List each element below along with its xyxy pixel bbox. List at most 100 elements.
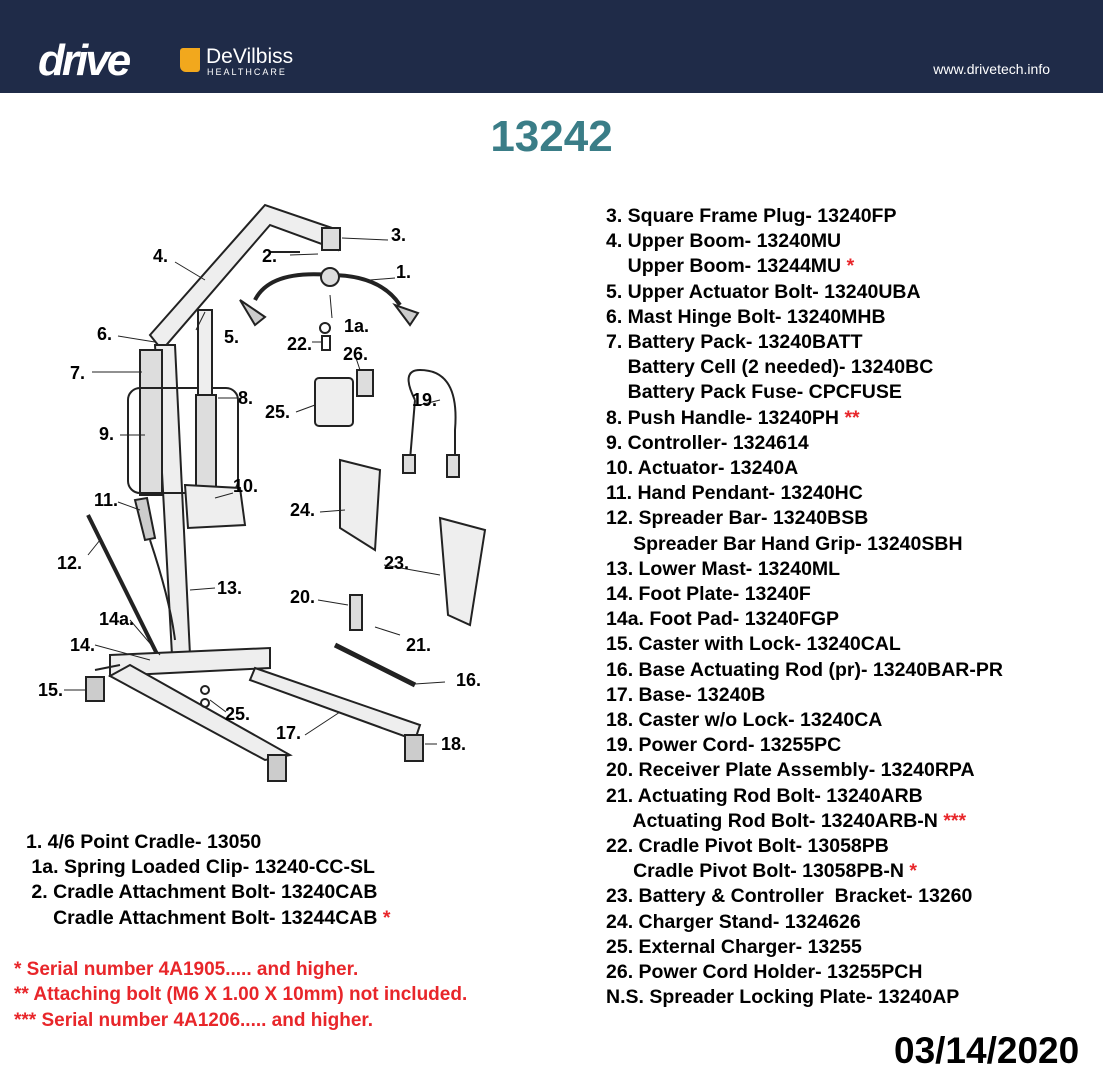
part-item: 6. Mast Hinge Bolt- 13240MHB — [606, 305, 1003, 330]
part-text: Battery Pack Fuse- CPCFUSE — [606, 381, 902, 404]
callout-9: 9. — [99, 424, 115, 444]
devilbiss-name: DeVilbiss — [206, 45, 294, 68]
part-item: Cradle Pivot Bolt- 13058PB-N * — [606, 859, 1003, 884]
note-line: *** Serial number 4A1206..... and higher… — [14, 1009, 374, 1031]
part-text: Battery Cell (2 needed)- 13240BC — [606, 356, 934, 379]
part-item: 24. Charger Stand- 1324626 — [606, 910, 1003, 935]
part-text: 12. Spreader Bar- 13240BSB — [606, 507, 869, 530]
part-text: 24. Charger Stand- 1324626 — [606, 910, 861, 933]
part-text: 7. Battery Pack- 13240BATT — [606, 331, 863, 354]
part-item: 5. Upper Actuator Bolt- 13240UBA — [606, 280, 1003, 305]
part-text: 8. Push Handle- 13240PH — [606, 406, 845, 429]
part-text: 20. Receiver Plate Assembly- 13240RPA — [606, 759, 975, 782]
part-text: 4. Upper Boom- 13240MU — [606, 230, 842, 253]
part-item: 13. Lower Mast- 13240ML — [606, 557, 1003, 582]
part-item: 10. Actuator- 13240A — [606, 456, 1003, 481]
part-text: 3. Square Frame Plug- 13240FP — [606, 205, 897, 227]
callout-15: 15. — [38, 680, 64, 700]
part-text: Upper Boom- 13244MU — [606, 255, 847, 278]
callout-23: 23. — [384, 553, 410, 573]
part-item: 20. Receiver Plate Assembly- 13240RPA — [606, 758, 1003, 783]
part-item: 14. Foot Plate- 13240F — [606, 582, 1003, 607]
part-text: 25. External Charger- 13255 — [606, 935, 862, 958]
part-text: 1. 4/6 Point Cradle- 13050 — [26, 831, 262, 853]
parts-diagram — [64, 203, 487, 782]
callout-12: 12. — [57, 553, 83, 573]
part-item: 16. Base Actuating Rod (pr)- 13240BAR-PR — [606, 658, 1003, 683]
drive-logo: drive — [38, 36, 131, 85]
part-item: Actuating Rod Bolt- 13240ARB-N *** — [606, 809, 1003, 834]
part-item: 7. Battery Pack- 13240BATT — [606, 330, 1003, 355]
part-text: 16. Base Actuating Rod (pr)- 13240BAR-PR — [606, 658, 1003, 681]
serial-notes: * Serial number 4A1905..... and higher. *… — [14, 957, 467, 1033]
part-text: 15. Caster with Lock- 13240CAL — [606, 633, 901, 656]
callout-8: 8. — [238, 388, 254, 408]
website-link[interactable]: www.drivetech.info — [933, 61, 1050, 77]
callout-1: 1. — [396, 262, 412, 282]
callout-13: 13. — [217, 578, 243, 598]
callout-5: 5. — [224, 327, 240, 347]
callout-16: 16. — [456, 670, 482, 690]
serial-note-marker: * — [846, 255, 855, 278]
part-item: Battery Pack Fuse- CPCFUSE — [606, 380, 1003, 405]
revision-date: 03/14/2020 — [894, 1030, 1080, 1071]
callout-7: 7. — [70, 363, 86, 383]
part-item: 9. Controller- 1324614 — [606, 431, 1003, 456]
devilbiss-mark-icon — [180, 48, 200, 72]
callout-14a: 14a. — [99, 609, 135, 629]
callout-24: 24. — [290, 500, 316, 520]
part-item: Upper Boom- 13244MU * — [606, 254, 1003, 279]
header-banner: drive DeVilbiss HEALTHCARE www.drivetech… — [0, 0, 1103, 93]
part-text: 6. Mast Hinge Bolt- 13240MHB — [606, 305, 886, 328]
part-item: 22. Cradle Pivot Bolt- 13058PB — [606, 834, 1003, 859]
callout-26: 26. — [343, 344, 369, 364]
part-text: 9. Controller- 1324614 — [606, 431, 809, 454]
serial-note-marker: ** — [844, 406, 860, 429]
callout-17: 17. — [276, 723, 302, 743]
part-text: 14. Foot Plate- 13240F — [606, 583, 811, 606]
part-item: 3. Square Frame Plug- 13240FP — [606, 204, 1003, 229]
callout-2: 2. — [262, 246, 278, 266]
part-text: 10. Actuator- 13240A — [606, 457, 799, 480]
callout-18: 18. — [441, 734, 467, 754]
part-item: 8. Push Handle- 13240PH ** — [606, 406, 1003, 431]
part-text: 1a. Spring Loaded Clip- 13240-CC-SL — [26, 856, 375, 879]
serial-note-marker: * — [909, 860, 918, 883]
callout-19: 19. — [412, 390, 438, 410]
part-item: Spreader Bar Hand Grip- 13240SBH — [606, 532, 1003, 557]
part-text: 14a. Foot Pad- 13240FGP — [606, 608, 840, 631]
part-text: 18. Caster w/o Lock- 13240CA — [606, 709, 883, 732]
part-item: 19. Power Cord- 13255PC — [606, 733, 1003, 758]
part-item: 26. Power Cord Holder- 13255PCH — [606, 960, 1003, 985]
callout-20: 20. — [290, 587, 316, 607]
part-item: 15. Caster with Lock- 13240CAL — [606, 632, 1003, 657]
note-line: ** Attaching bolt (M6 X 1.00 X 10mm) not… — [14, 984, 468, 1006]
part-text: 17. Base- 13240B — [606, 683, 766, 706]
callout-25b: 25. — [225, 704, 251, 724]
part-item: 17. Base- 13240B — [606, 683, 1003, 708]
part-item: 25. External Charger- 13255 — [606, 935, 1003, 960]
part-item: 18. Caster w/o Lock- 13240CA — [606, 708, 1003, 733]
part-text: N.S. Spreader Locking Plate- 13240AP — [606, 986, 960, 1009]
part-text: 19. Power Cord- 13255PC — [606, 734, 842, 757]
part-item: 1a. Spring Loaded Clip- 13240-CC-SL — [26, 855, 390, 880]
part-item: 14a. Foot Pad- 13240FGP — [606, 607, 1003, 632]
parts-list-left: 1. 4/6 Point Cradle- 13050 1a. Spring Lo… — [26, 830, 390, 931]
part-item: 1. 4/6 Point Cradle- 13050 — [26, 830, 390, 855]
callout-10: 10. — [233, 476, 259, 496]
part-text: 21. Actuating Rod Bolt- 13240ARB — [606, 784, 923, 807]
parts-list-right: 3. Square Frame Plug- 13240FP 4. Upper Bo… — [606, 204, 1003, 1011]
part-text: Cradle Pivot Bolt- 13058PB-N — [606, 860, 910, 883]
callout-3: 3. — [391, 225, 407, 245]
callout-4: 4. — [153, 246, 169, 266]
callout-6: 6. — [97, 324, 113, 344]
callout-1a: 1a. — [344, 316, 370, 336]
part-text: Cradle Attachment Bolt- 13244CAB — [26, 906, 383, 929]
part-item: 2. Cradle Attachment Bolt- 13240CAB — [26, 880, 390, 905]
note-line: * Serial number 4A1905..... and higher. — [14, 959, 359, 980]
part-text: 22. Cradle Pivot Bolt- 13058PB — [606, 835, 889, 858]
callout-25: 25. — [265, 402, 291, 422]
callout-11: 11. — [94, 490, 119, 510]
part-item: 21. Actuating Rod Bolt- 13240ARB — [606, 784, 1003, 809]
callout-22: 22. — [287, 334, 313, 354]
